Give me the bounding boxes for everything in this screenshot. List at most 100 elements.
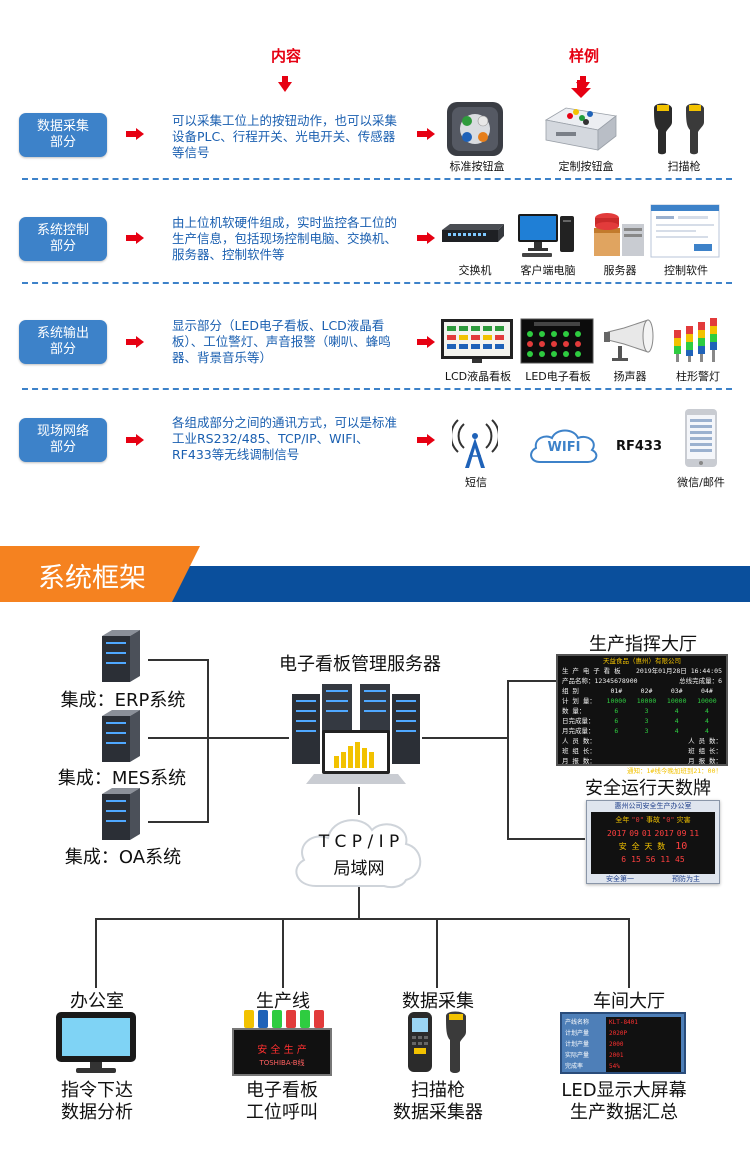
item-caption: 微信/邮件 xyxy=(677,476,725,489)
oa-server-icon xyxy=(102,788,140,840)
row-label-line2: 部分 xyxy=(49,239,76,254)
right-arrow-icon xyxy=(126,336,144,348)
row-label-line1: 现场网络 xyxy=(36,424,89,439)
item-caption: 定制按钮盒 xyxy=(558,160,614,173)
row-label-line1: 数据采集 xyxy=(36,119,89,134)
hall-row-value: 2000 xyxy=(606,1039,681,1050)
banner-title: 系统框架 xyxy=(38,563,146,594)
safety-date: 09 xyxy=(629,829,639,838)
signal-tower-icon xyxy=(452,419,498,468)
board-cell: 日完成量： xyxy=(562,717,595,725)
row-description: 各组成部分之间的通讯方式，可以是标准工业RS232/485、TCP/IP、WIF… xyxy=(172,415,398,462)
board-cell: 数 量： xyxy=(562,707,586,715)
row-label-field-network: 现场网络 部分 xyxy=(19,418,107,462)
board-cell: 01# xyxy=(610,687,623,695)
board-row1: 生 产 电 子 看 板 xyxy=(562,667,621,675)
example-arrow-stem xyxy=(580,76,586,82)
safety-line1: 全年 xyxy=(615,816,630,824)
item-caption: 短信 xyxy=(465,476,487,489)
data-collection-desc-line1: 扫描枪 xyxy=(411,1080,465,1101)
board-cell: 4 xyxy=(674,707,679,715)
board-product-value: 12345678900 xyxy=(594,677,638,685)
lan-cloud-icon xyxy=(295,819,422,889)
safety-date: 01 xyxy=(641,829,652,838)
content-arrow-stem xyxy=(282,76,288,82)
row-description: 由上位机软硬件组成，实时监控各工位的生产信息，包括现场控制电脑、交换机、服务器、… xyxy=(172,215,398,262)
led-board-icon xyxy=(520,318,594,364)
safety-line1: 灾害 xyxy=(676,816,691,824)
content-down-arrow-icon xyxy=(278,82,292,92)
rf433-label: RF433 xyxy=(615,439,663,454)
command-hall-title: 生产指挥大厅 xyxy=(589,634,697,655)
board-cell: 10000 xyxy=(606,697,627,705)
mes-server-icon xyxy=(102,710,140,762)
safety-days-label: 安 全 天 数 xyxy=(618,842,666,851)
board-cell: 计 划 量： xyxy=(562,697,596,705)
board-cell: 04# xyxy=(701,687,713,695)
safety-line1: "0" xyxy=(662,816,675,824)
workshop-hall-desc-line2: 生产数据汇总 xyxy=(570,1102,678,1123)
production-line-desc-line1: 电子看板 xyxy=(246,1080,318,1101)
board-cell: 组 别 xyxy=(562,687,579,695)
client-computer-icon xyxy=(518,214,574,257)
item-caption: 控制软件 xyxy=(664,264,708,277)
safety-board-title: 安全运行天数牌 xyxy=(585,778,711,799)
board-product-label: 产品名称： xyxy=(562,677,595,685)
item-caption: 柱形警灯 xyxy=(676,370,720,383)
board-people-label: 人 员 数： xyxy=(562,737,596,745)
connector-line xyxy=(507,680,557,682)
server-title: 电子看板管理服务器 xyxy=(279,654,441,675)
hall-row-label: 计划产量 xyxy=(565,1030,590,1037)
row-divider xyxy=(22,178,732,180)
connector-line xyxy=(207,659,209,823)
item-caption: 交换机 xyxy=(458,264,492,277)
row-label-system-output: 系统输出 部分 xyxy=(19,320,107,364)
workshop-hall-title: 车间大厅 xyxy=(593,991,665,1012)
board-cell: 10000 xyxy=(666,697,687,705)
item-caption: 扫描枪 xyxy=(667,160,701,173)
production-line-desc-line2: 工位呼叫 xyxy=(246,1102,318,1123)
item-caption: LED电子看板 xyxy=(525,370,591,383)
station-lights-icon xyxy=(244,1010,324,1028)
wifi-cloud-icon xyxy=(530,429,598,463)
right-arrow-icon xyxy=(126,128,144,140)
row-label-system-control: 系统控制 部分 xyxy=(19,217,107,261)
workshop-hall-desc-line1: LED显示大屏幕 xyxy=(561,1080,687,1101)
connector-line xyxy=(358,885,360,920)
network-switch-icon xyxy=(442,224,504,242)
hall-row-label: 完成率 xyxy=(565,1063,584,1070)
row-label-data-collection: 数据采集 部分 xyxy=(19,113,107,157)
board-cell: 4 xyxy=(674,727,679,735)
connector-line xyxy=(95,918,629,920)
board-cell: 10000 xyxy=(697,697,717,705)
custom-button-box-icon xyxy=(544,107,617,151)
safety-time: 11 xyxy=(660,855,671,864)
board-notice: 通知：1#线今晚加班到21：00！ xyxy=(627,767,722,775)
board-total-label: 总线完成量： xyxy=(679,677,719,685)
control-software-icon xyxy=(650,204,720,258)
safety-time: 15 xyxy=(631,855,641,864)
board-cell: 6 xyxy=(614,717,619,725)
row-label-line2: 部分 xyxy=(49,342,76,357)
board-cell: 4 xyxy=(704,727,709,735)
handheld-terminal-icon xyxy=(408,1011,466,1073)
board-cell: 4 xyxy=(674,717,679,725)
safety-time: 6 xyxy=(621,855,627,864)
hall-row-value: KLT-8401 xyxy=(606,1017,681,1028)
connector-line xyxy=(148,737,208,739)
safety-date: 2017 xyxy=(654,829,674,838)
lcd-production-board: 天益食品（惠州）有限公司 生 产 电 子 看 板 2019年01月28日 16:… xyxy=(556,654,728,775)
safety-date: 09 xyxy=(676,829,687,838)
connector-line xyxy=(358,787,360,815)
line-board-sub: TOSHIBA-B线 xyxy=(259,1059,305,1067)
right-arrow-icon xyxy=(126,434,144,446)
board-total-value: 6 xyxy=(718,677,722,685)
content-column-header: 内容 xyxy=(270,47,301,65)
